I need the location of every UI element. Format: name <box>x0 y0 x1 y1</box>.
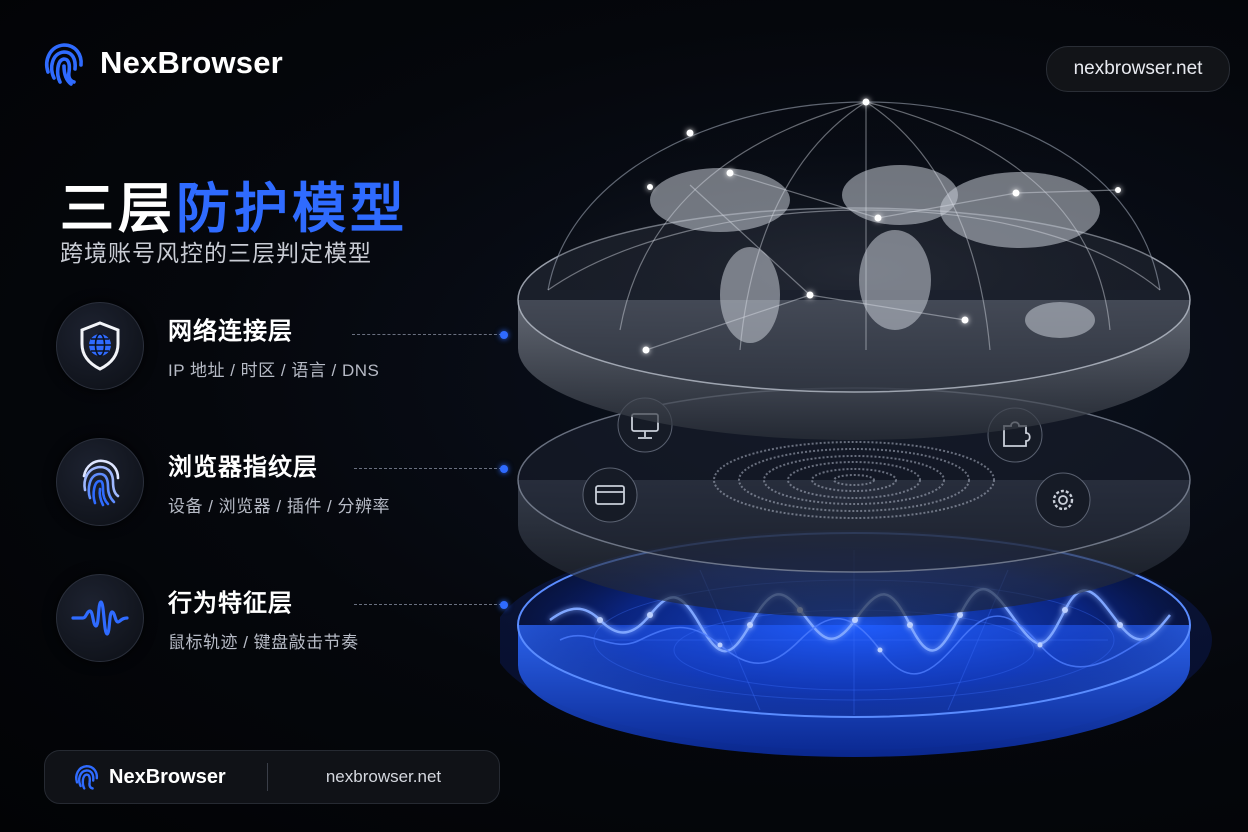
layer-icon-circle <box>56 574 144 662</box>
connector-line <box>354 604 502 605</box>
title-white: 三层 <box>60 179 176 239</box>
layer-item-network: 网络连接层 IP 地址 / 时区 / 语言 / DNS <box>56 302 379 390</box>
layer-title: 行为特征层 <box>168 590 293 617</box>
url-pill-link[interactable]: nexbrowser.net <box>1046 46 1230 92</box>
fingerprint-icon <box>75 764 99 790</box>
waveform-icon <box>71 600 129 636</box>
layer-icon-circle <box>56 438 144 526</box>
network-nodes <box>642 98 1121 354</box>
layer-desc: 设备 / 浏览器 / 插件 / 分辨率 <box>168 497 391 516</box>
footer-brand[interactable]: NexBrowser <box>45 762 267 792</box>
card-icon <box>582 467 638 523</box>
gear-icon <box>1035 472 1091 528</box>
footer-divider <box>267 763 268 791</box>
brand-logo[interactable]: NexBrowser <box>38 38 283 88</box>
layer-title: 网络连接层 <box>168 318 293 345</box>
layer-stack-illustration <box>492 80 1220 775</box>
page-subtitle: 跨境账号风控的三层判定模型 <box>60 240 372 266</box>
connector-line <box>354 468 502 469</box>
footer-bar: NexBrowser nexbrowser.net <box>44 750 500 804</box>
layer-desc: IP 地址 / 时区 / 语言 / DNS <box>168 361 380 380</box>
fingerprint-icon <box>82 459 120 507</box>
title-accent: 防护模型 <box>176 179 408 239</box>
waveform-points <box>597 607 1123 653</box>
connector-dot <box>500 331 508 339</box>
footer-brand-name: NexBrowser <box>109 765 226 788</box>
world-map <box>650 165 1100 343</box>
layer-desc: 鼠标轨迹 / 键盘敲击节奏 <box>168 633 359 652</box>
fingerprint-pattern <box>713 441 995 519</box>
connector-line <box>352 334 502 335</box>
connector-dot <box>500 465 508 473</box>
shield-globe-icon <box>80 321 120 371</box>
layer-title: 浏览器指纹层 <box>168 454 318 481</box>
layer-icon-circle <box>56 302 144 390</box>
connector-dot <box>500 601 508 609</box>
fingerprint-icon <box>45 43 83 86</box>
waveform-line-secondary <box>559 615 1151 675</box>
brand-name: NexBrowser <box>100 45 283 80</box>
footer-url-link[interactable]: nexbrowser.net <box>325 767 442 786</box>
layer-item-fingerprint: 浏览器指纹层 设备 / 浏览器 / 插件 / 分辨率 <box>56 438 390 526</box>
layer-item-behavior: 行为特征层 鼠标轨迹 / 键盘敲击节奏 <box>56 574 359 662</box>
page-title: 三层防护模型 <box>60 164 408 243</box>
